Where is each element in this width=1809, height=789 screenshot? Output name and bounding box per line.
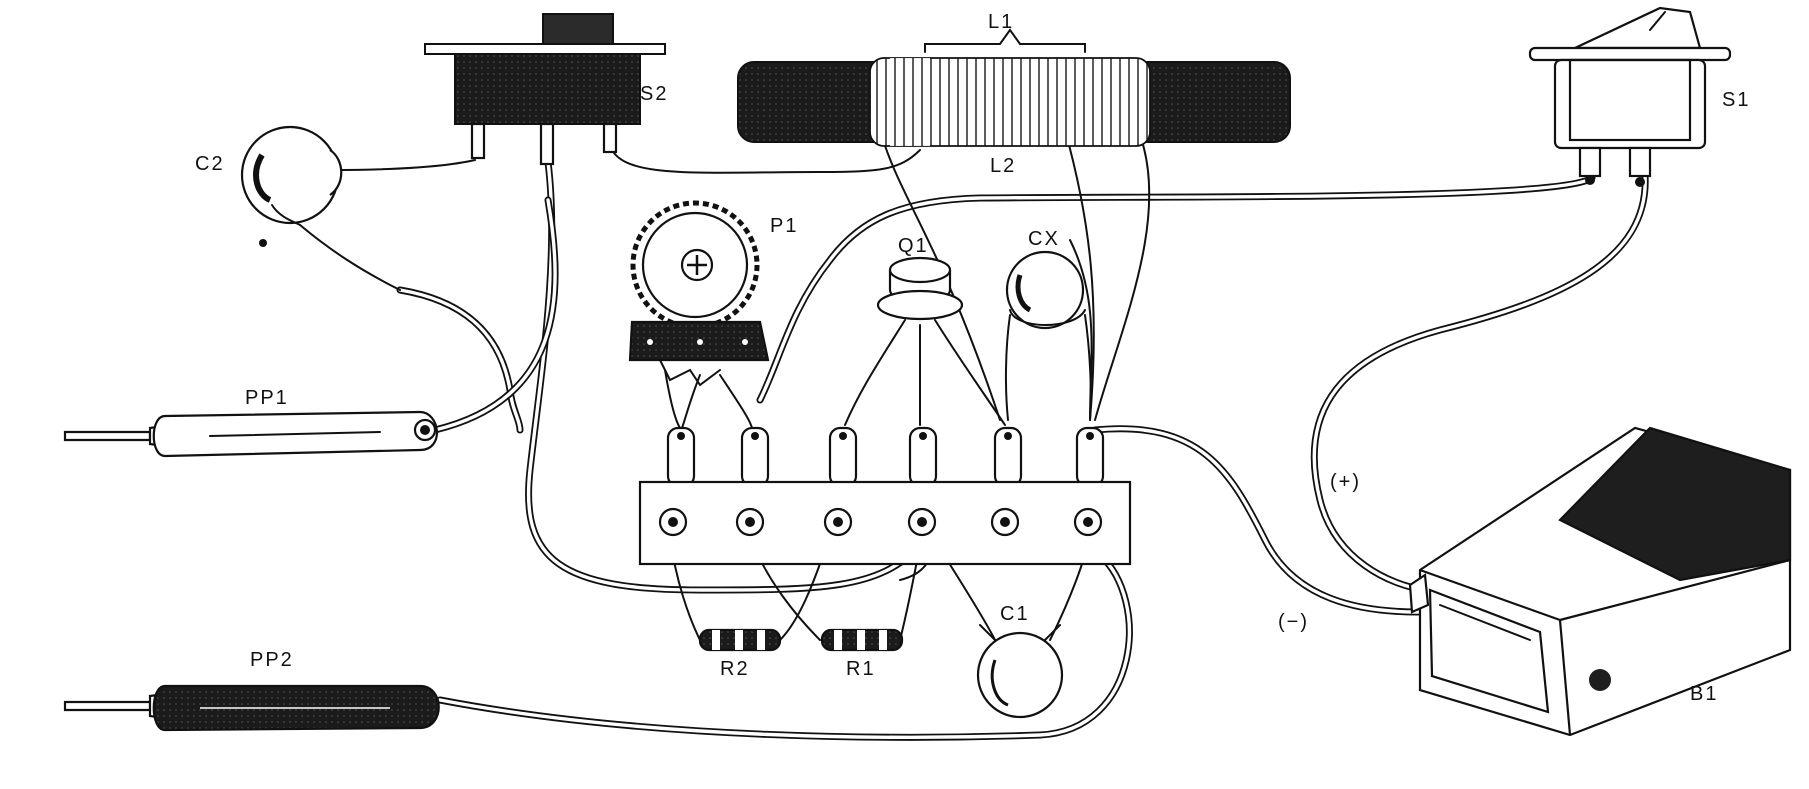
potentiometer-p1: P1	[628, 200, 798, 387]
label-s1: S1	[1722, 89, 1750, 111]
label-c1: C1	[1000, 603, 1030, 625]
label-c2: C2	[195, 153, 225, 175]
label-positive: (+)	[1330, 471, 1361, 493]
ferrite-rod-coil: L1 L2	[737, 11, 1291, 177]
label-r2: R2	[720, 658, 750, 680]
label-pp1: PP1	[245, 387, 289, 409]
battery-b1: B1	[1408, 426, 1792, 737]
wiring	[299, 129, 1649, 741]
capacitor-cx: CX	[1005, 228, 1086, 330]
label-pp2: PP2	[250, 649, 294, 671]
label-s2: S2	[640, 83, 668, 105]
label-b1: B1	[1690, 683, 1718, 705]
capacitor-c2: C2	[195, 125, 343, 247]
probe-pp1: PP1	[63, 387, 438, 458]
label-p1: P1	[770, 215, 798, 237]
terminal-strip	[638, 426, 1132, 566]
resistor-r1: R1	[820, 628, 904, 680]
label-r1: R1	[846, 658, 876, 680]
switch-s2: S2	[424, 13, 668, 166]
capacitor-c1: C1	[976, 603, 1064, 719]
transistor-q1: Q1	[876, 235, 964, 321]
switch-s1: S1	[1528, 6, 1750, 187]
label-cx: CX	[1028, 228, 1060, 250]
label-negative: (−)	[1278, 611, 1309, 633]
resistor-r2: R2	[698, 628, 782, 680]
label-l1: L1	[988, 11, 1014, 33]
probe-pp2: PP2	[63, 649, 440, 732]
label-q1: Q1	[898, 235, 929, 257]
label-l2: L2	[990, 155, 1016, 177]
